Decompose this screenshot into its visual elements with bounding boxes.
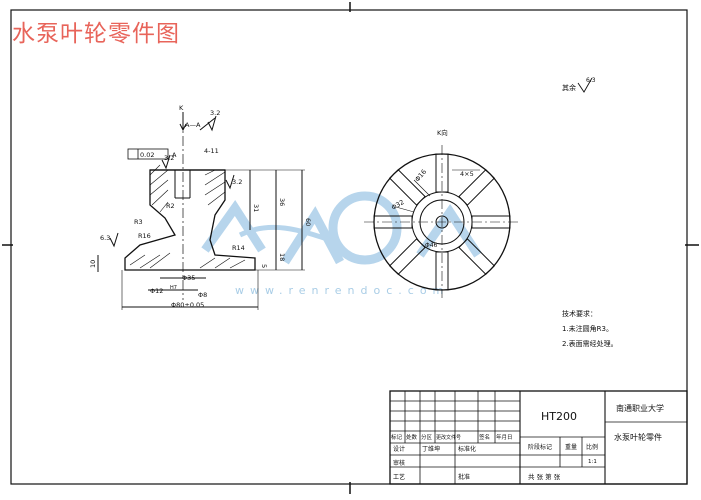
k-view-label: K向 <box>437 128 448 137</box>
k-view-d46: Φ46 <box>425 242 438 249</box>
title-block-frame <box>389 390 688 485</box>
tech-req-item-2: 2.表面需经处理。 <box>562 339 618 348</box>
tb-scale-value: 1:1 <box>588 459 597 465</box>
dim-d12: Φ12 <box>150 287 163 295</box>
tb-std-label: 标准化 <box>458 445 476 453</box>
k-view-d16: Φ16 <box>413 168 428 183</box>
d32-leader <box>395 206 415 213</box>
title-block-text: HT200 南通职业大学 水泵叶轮零件 标记 处数 分区 更改文件号 签名 年月… <box>391 403 664 481</box>
section-view-labels: K A—A 0.02 A 3.2 3.2 6.3 3.2 4-11 31 36 … <box>89 104 312 309</box>
tb-rev-h-count: 处数 <box>406 433 418 441</box>
tb-design-label: 设计 <box>393 445 405 453</box>
flatness-frame <box>127 148 169 160</box>
roughness-symbol-mid <box>161 154 171 170</box>
watermark-glyph-mid <box>281 206 344 265</box>
dim-5: 5 <box>260 264 268 268</box>
roughness-symbol-side <box>225 174 235 190</box>
dim-d12-tol: H7 <box>170 285 177 291</box>
roughness-symbol-top <box>207 115 217 132</box>
tb-rev-h-doc: 更改文件号 <box>436 434 461 441</box>
d16-leader <box>413 179 431 197</box>
k-arrow-label: K <box>179 104 184 112</box>
k-arrow-head <box>179 123 187 132</box>
tb-material: HT200 <box>541 410 577 423</box>
surface-roughness-icon <box>577 77 593 93</box>
dim-r14: R14 <box>232 244 245 252</box>
dim-d8: Φ8 <box>198 291 207 299</box>
page-title: 水泵叶轮零件图 <box>12 21 180 47</box>
surface-note: 其余 6.3 <box>562 77 596 93</box>
tb-review-label: 审核 <box>393 459 405 467</box>
dim-r2: R2 <box>166 202 175 210</box>
tb-rev-h-mark: 标记 <box>391 433 403 441</box>
tech-req-heading: 技术要求： <box>562 309 597 318</box>
dim-d35: Φ35 <box>182 274 195 282</box>
dim-r16: R16 <box>138 232 151 240</box>
section-view <box>97 112 305 310</box>
dim-r3: R3 <box>134 218 143 226</box>
roughness-mid-value: 3.2 <box>164 154 174 162</box>
dim-18: 18 <box>278 253 286 261</box>
tech-req-item-1: 1.未注圆角R3。 <box>562 324 613 333</box>
roughness-left-value: 6.3 <box>100 234 110 242</box>
flatness-datum: A <box>172 151 177 159</box>
tb-rev-h-sign: 签名 <box>479 433 490 441</box>
tb-stage-label: 阶段标记 <box>528 443 552 451</box>
blade-ne <box>458 168 496 206</box>
dim-31: 31 <box>252 204 260 212</box>
roughness-symbol-left <box>109 232 119 248</box>
blade-e <box>471 215 511 229</box>
blade-w <box>373 215 413 229</box>
blade-n <box>435 153 449 193</box>
k-view-blades <box>373 153 511 291</box>
surface-note-label: 其余 <box>562 83 576 92</box>
blade-sw <box>388 238 426 276</box>
rib-spec: 4-11 <box>204 147 219 155</box>
tb-approve-label: 批准 <box>458 473 470 481</box>
technical-requirements: 技术要求： 1.未注圆角R3。 2.表面需经处理。 <box>562 309 618 348</box>
tb-rev-h-date: 年月日 <box>496 433 513 441</box>
tb-sheet-info: 共 张 第 张 <box>528 472 561 481</box>
watermark-url: www.renrendoc.com <box>235 284 449 297</box>
dim-10: 10 <box>89 260 97 268</box>
dim-d80: Φ80±0.05 <box>171 301 204 309</box>
k-view <box>364 145 520 298</box>
blade-s <box>435 251 449 291</box>
tb-process-label: 工艺 <box>393 473 405 481</box>
section-label: A—A <box>185 121 201 129</box>
surface-note-value: 6.3 <box>586 77 596 84</box>
watermark-glyph-left <box>201 199 266 253</box>
title-block <box>389 390 688 485</box>
tb-part-name: 水泵叶轮零件 <box>614 432 662 442</box>
dim-60: 60 <box>304 218 312 226</box>
outer-border <box>10 9 688 485</box>
tb-rev-h-zone: 分区 <box>421 433 433 441</box>
tb-design-name: 丁维坤 <box>422 445 440 453</box>
tb-school: 南通职业大学 <box>616 403 664 413</box>
watermark-swoosh <box>238 224 331 243</box>
dim-36: 36 <box>278 198 286 206</box>
k-view-key: 4×5 <box>460 170 474 178</box>
flatness-tolerance: 0.02 <box>140 151 154 159</box>
roughness-leader-top <box>199 117 216 131</box>
roughness-side-value: 3.2 <box>232 178 242 186</box>
blade-se <box>458 238 496 276</box>
tb-weight-label: 重量 <box>565 443 577 451</box>
tb-scale-label: 比例 <box>586 443 598 451</box>
blade-nw <box>388 168 426 206</box>
roughness-top-value: 3.2 <box>210 109 220 117</box>
k-view-d32: Φ32 <box>390 198 406 212</box>
